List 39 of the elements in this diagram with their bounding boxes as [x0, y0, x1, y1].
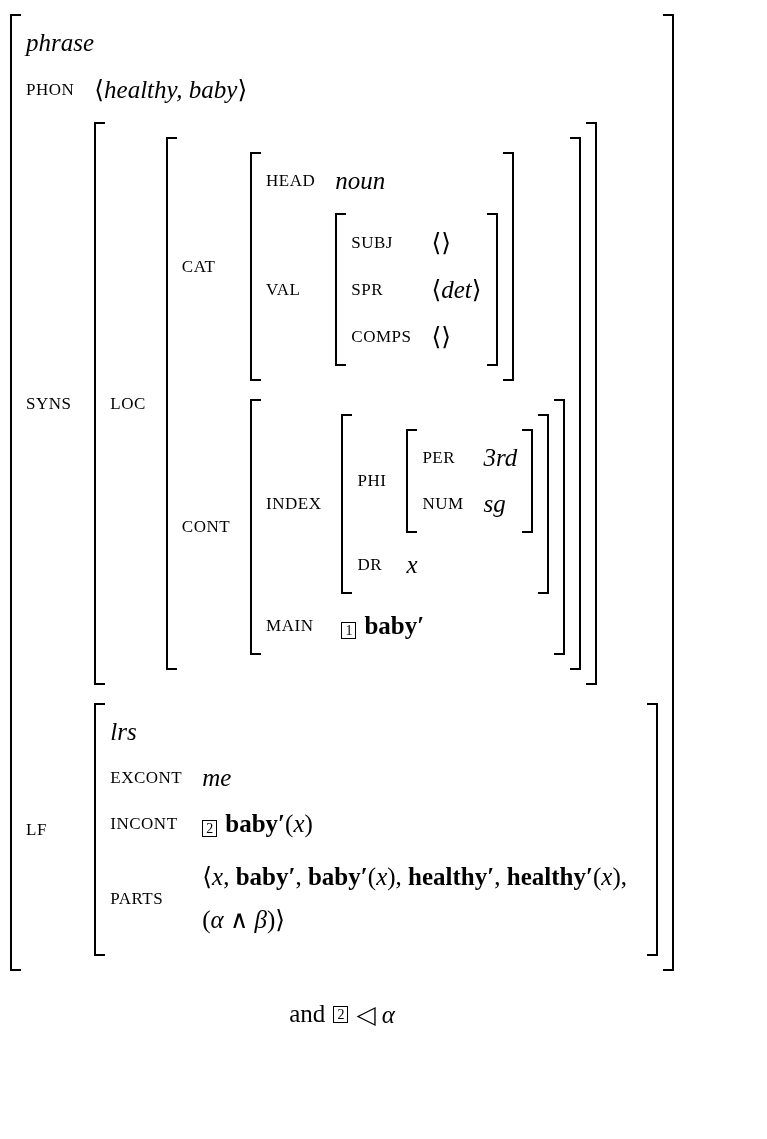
feature-name: INCONT: [110, 814, 178, 833]
feature-value: noun: [335, 167, 386, 194]
feature-value: baby′(x): [225, 810, 313, 837]
feature-value: ◁ α: [356, 1000, 395, 1028]
feature-name: PER: [422, 448, 456, 467]
feature-name: CONT: [181, 517, 231, 536]
feature-name: MAIN: [266, 616, 314, 635]
feature-value: and: [289, 1000, 326, 1028]
feature-name: LOC: [110, 393, 146, 413]
feature-value: phrase: [26, 29, 95, 56]
tag-number: 2: [202, 819, 218, 837]
tag-number: 2: [333, 1005, 349, 1023]
feature-name: PHON: [26, 79, 75, 99]
tag-number: 1: [341, 621, 357, 639]
feature-name: VAL: [266, 279, 301, 299]
feature-value: ⟨det⟩: [431, 276, 482, 303]
feature-name: LF: [26, 819, 47, 839]
feature-name: COMPS: [351, 326, 412, 346]
feature-value: 3rd: [483, 444, 518, 471]
feature-value: baby′: [364, 612, 425, 639]
feature-value: lrs: [110, 718, 137, 745]
feature-name: DR: [357, 555, 383, 574]
feature-value: ⟨healthy, baby⟩: [94, 76, 248, 103]
feature-name: PARTS: [110, 888, 164, 908]
feature-value: ⟨⟩: [431, 229, 451, 256]
feature-name: SYNS: [26, 393, 72, 413]
feature-name: EXCONT: [110, 768, 183, 787]
feature-name: INDEX: [266, 494, 322, 513]
feature-value: ⟨⟩: [431, 323, 451, 350]
feature-value: me: [202, 764, 232, 791]
feature-name: CAT: [181, 256, 216, 276]
feature-name: PHI: [357, 471, 387, 490]
feature-name: SPR: [351, 279, 384, 299]
feature-name: SUBJ: [351, 232, 393, 252]
feature-name: HEAD: [266, 171, 316, 190]
feature-value: sg: [483, 490, 506, 517]
value-list: ⟨x, baby′, baby′(x), healthy′, healthy′(x), (α ∧ β)⟩: [202, 856, 643, 941]
feature-name: NUM: [422, 494, 464, 513]
feature-value: x: [406, 551, 418, 578]
